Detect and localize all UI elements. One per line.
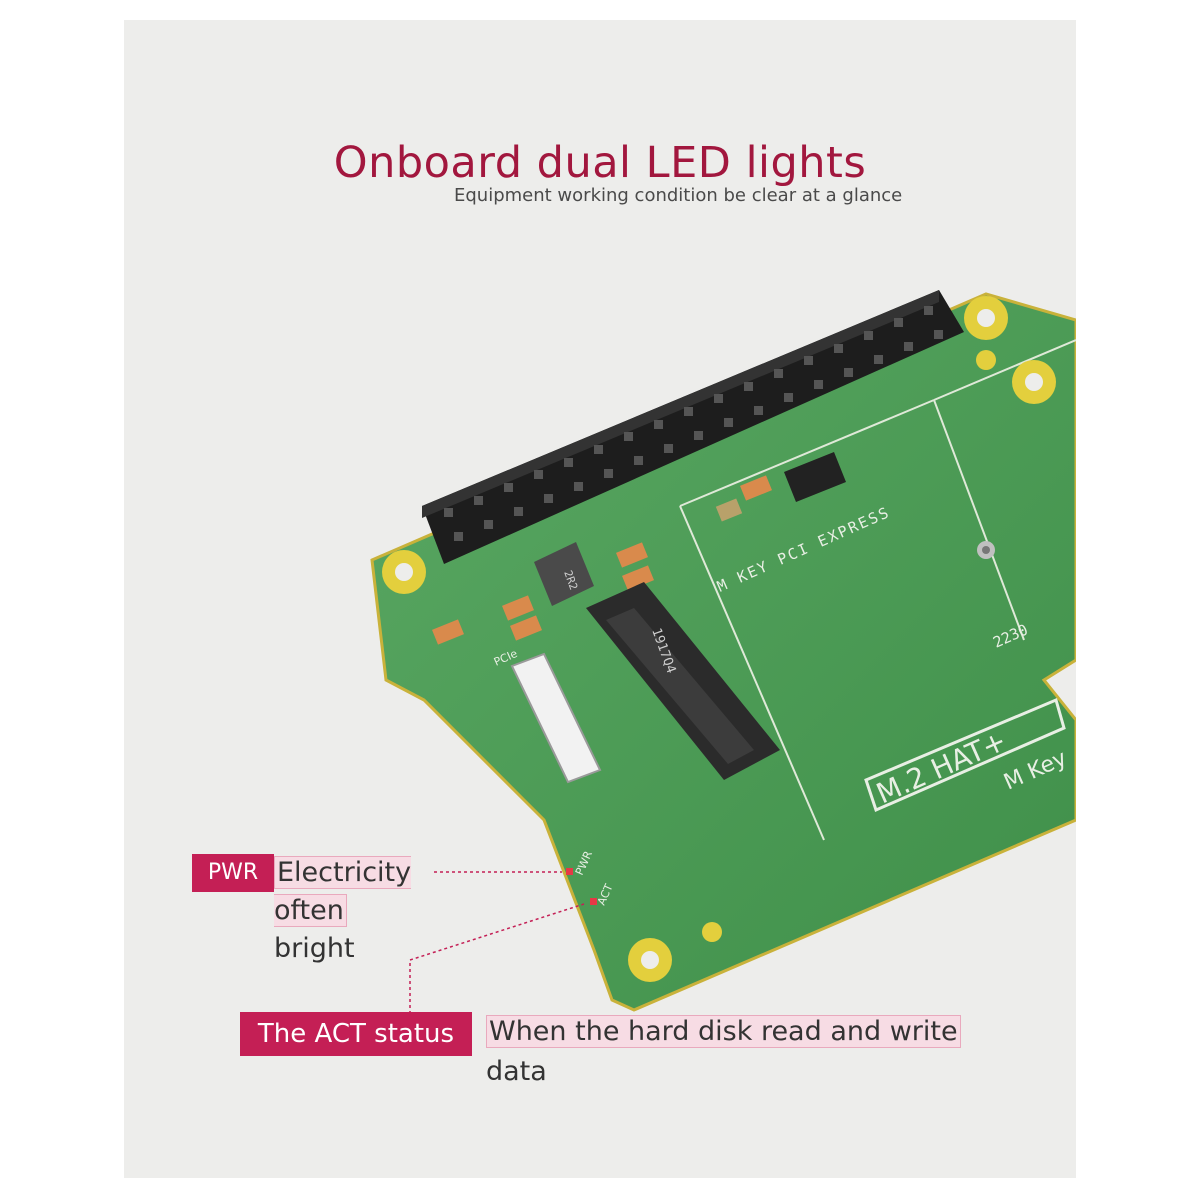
- chip: [784, 452, 846, 502]
- pcb-body: [370, 292, 1076, 1012]
- m2-hat-board-image: 2R2 1917Q4 PCIe M KEY PCI EXPRES: [370, 290, 1076, 1020]
- act-tag: The ACT status: [240, 1012, 472, 1056]
- mounting-holes: [382, 296, 1056, 982]
- silkscreen-m2-area: [679, 505, 825, 841]
- act-description-line1: When the hard disk read and write: [486, 1015, 961, 1048]
- pwr-tag: PWR: [192, 854, 274, 892]
- m2-connector: 1917Q4: [586, 582, 780, 780]
- callout-leaders: [409, 871, 585, 1020]
- pwr-description-line2: bright: [274, 933, 355, 964]
- page-title: Onboard dual LED lights: [333, 138, 867, 188]
- inductor: 2R2: [534, 542, 594, 606]
- page-subtitle: Equipment working condition be clear at …: [454, 185, 903, 206]
- product-panel: Onboard dual LED lights Equipment workin…: [124, 20, 1076, 1178]
- act-description: When the hard disk read and write data: [486, 1012, 1006, 1092]
- act-description-line2: data: [486, 1056, 547, 1087]
- pwr-description-line1: Electricity often: [274, 856, 412, 927]
- capacitors: [432, 475, 772, 645]
- gpio-header: [422, 290, 964, 564]
- pwr-description: Electricity often bright: [274, 854, 474, 968]
- svg-text:2R2: 2R2: [561, 569, 580, 592]
